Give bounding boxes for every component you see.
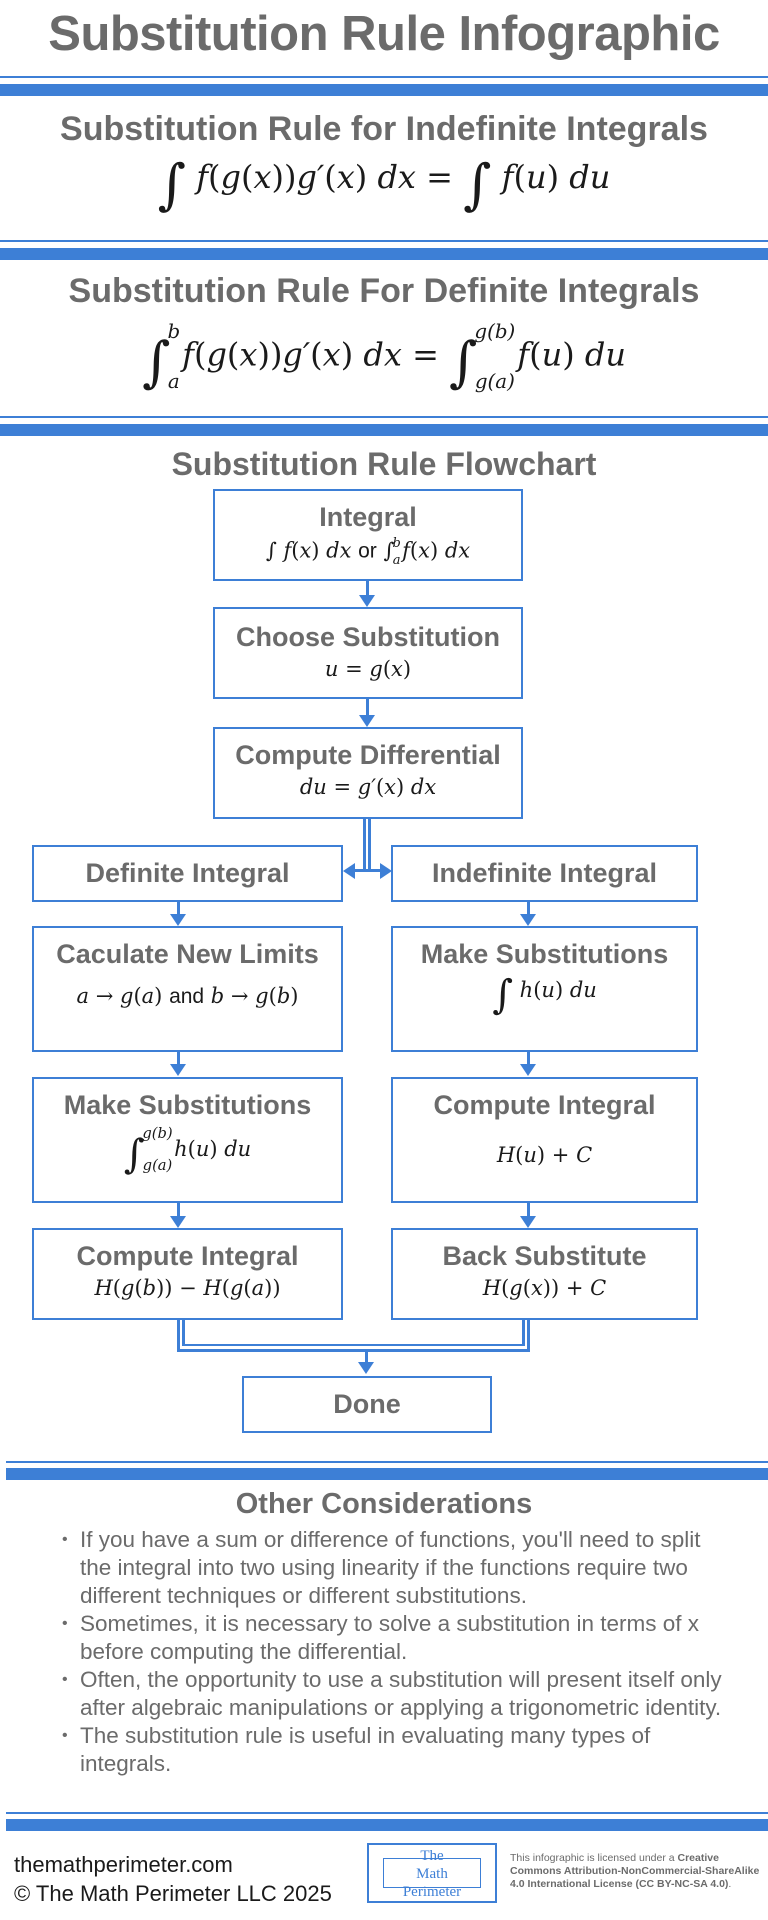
connector [368, 819, 371, 871]
make-sub-left-formula: ∫g(b)g(a)h(u) du [123, 1124, 252, 1178]
compute-right-formula: H(u) + C [496, 1142, 593, 1167]
compute-integral-left-box: Compute Integral H(g(b)) − H(g(a)) [32, 1228, 343, 1320]
back-sub-title: Back Substitute [442, 1241, 647, 1271]
divider [6, 1812, 768, 1814]
definite-integral-box: Definite Integral [32, 845, 343, 902]
connector [527, 1203, 530, 1217]
compute-integral-right-box: Compute Integral H(u) + C [391, 1077, 698, 1203]
done-box: Done [242, 1376, 492, 1433]
choose-formula: u = g(x) [324, 656, 412, 681]
divider [0, 248, 768, 260]
definite-branch-title: Definite Integral [85, 858, 290, 888]
make-sub-right-formula: ∫ h(u) du [492, 971, 597, 1018]
indefinite-formula: ∫ f(g(x))g′(x) dx = ∫ f(u) du [157, 153, 611, 217]
connector [177, 1320, 180, 1352]
divider [0, 84, 768, 96]
website-link[interactable]: themathperimeter.com [14, 1852, 233, 1877]
new-limits-title: Caculate New Limits [56, 939, 319, 969]
license-link[interactable]: Creative Commons Attribution-NonCommerci… [510, 1852, 760, 1890]
connector [363, 819, 366, 871]
connector [354, 869, 384, 872]
connector [182, 1320, 185, 1346]
compute-differential-box: Compute Differential du = g′(x) dx [213, 727, 523, 819]
flowchart-heading: Substitution Rule Flowchart [171, 446, 597, 482]
arrow-down-icon [170, 1064, 186, 1076]
list-item: If you have a sum or difference of funct… [62, 1526, 722, 1610]
arrow-down-icon [359, 715, 375, 727]
make-substitutions-right-box: Make Substitutions ∫ h(u) du [391, 926, 698, 1052]
connector [177, 1052, 180, 1065]
choose-title: Choose Substitution [236, 622, 500, 652]
considerations-list: If you have a sum or difference of funct… [62, 1526, 722, 1778]
connector [177, 1349, 530, 1352]
back-sub-formula: H(g(x)) + C [482, 1275, 607, 1300]
divider [0, 416, 768, 418]
compute-right-title: Compute Integral [433, 1090, 656, 1120]
divider [6, 1819, 768, 1831]
definite-heading: Substitution Rule For Definite Integrals [68, 272, 700, 310]
divider [0, 240, 768, 242]
connector [527, 902, 530, 915]
integral-title: Integral [319, 502, 417, 532]
arrow-down-icon [520, 1216, 536, 1228]
divider [0, 76, 768, 78]
arrow-right-icon [380, 863, 392, 879]
new-limits-formula: a → g(a) and b → g(b) [76, 983, 299, 1008]
compute-left-title: Compute Integral [76, 1241, 299, 1271]
connector [177, 1203, 180, 1217]
connector [182, 1344, 525, 1346]
indefinite-heading: Substitution Rule for Indefinite Integra… [60, 110, 708, 148]
arrow-left-icon [343, 863, 355, 879]
new-limits-box: Caculate New Limits a → g(a) and b → g(b… [32, 926, 343, 1052]
indefinite-integral-box: Indefinite Integral [391, 845, 698, 902]
page-title: Substitution Rule Infographic [48, 7, 720, 61]
back-substitute-box: Back Substitute H(g(x)) + C [391, 1228, 698, 1320]
connector [527, 1320, 530, 1352]
connector [366, 699, 369, 715]
differential-formula: du = g′(x) dx [299, 774, 437, 799]
connector [366, 581, 369, 595]
arrow-down-icon [520, 914, 536, 926]
list-item: Often, the opportunity to use a substitu… [62, 1666, 722, 1722]
arrow-down-icon [520, 1064, 536, 1076]
copyright: © The Math Perimeter LLC 2025 [14, 1881, 332, 1906]
connector [365, 1352, 368, 1363]
list-item: Sometimes, it is necessary to solve a su… [62, 1610, 722, 1666]
make-substitutions-left-box: Make Substitutions ∫g(b)g(a)h(u) du [32, 1077, 343, 1203]
arrow-down-icon [359, 595, 375, 607]
arrow-down-icon [358, 1362, 374, 1374]
list-item: The substitution rule is useful in evalu… [62, 1722, 722, 1778]
arrow-down-icon [170, 914, 186, 926]
license-text: This infographic is licensed under a Cre… [510, 1852, 760, 1890]
make-sub-left-title: Make Substitutions [63, 1090, 312, 1120]
choose-substitution-box: Choose Substitution u = g(x) [213, 607, 523, 699]
differential-title: Compute Differential [235, 740, 501, 770]
divider [0, 424, 768, 436]
compute-left-formula: H(g(b)) − H(g(a)) [94, 1275, 281, 1300]
divider [6, 1468, 768, 1480]
divider [6, 1461, 768, 1463]
connector [177, 902, 180, 915]
make-sub-right-title: Make Substitutions [420, 939, 669, 969]
done-title: Done [333, 1389, 401, 1419]
math-perimeter-logo: The Math Perimeter [367, 1843, 497, 1903]
connector [527, 1052, 530, 1065]
connector [522, 1320, 525, 1346]
arrow-down-icon [170, 1216, 186, 1228]
indefinite-branch-title: Indefinite Integral [431, 858, 658, 888]
considerations-heading: Other Considerations [235, 1488, 533, 1520]
